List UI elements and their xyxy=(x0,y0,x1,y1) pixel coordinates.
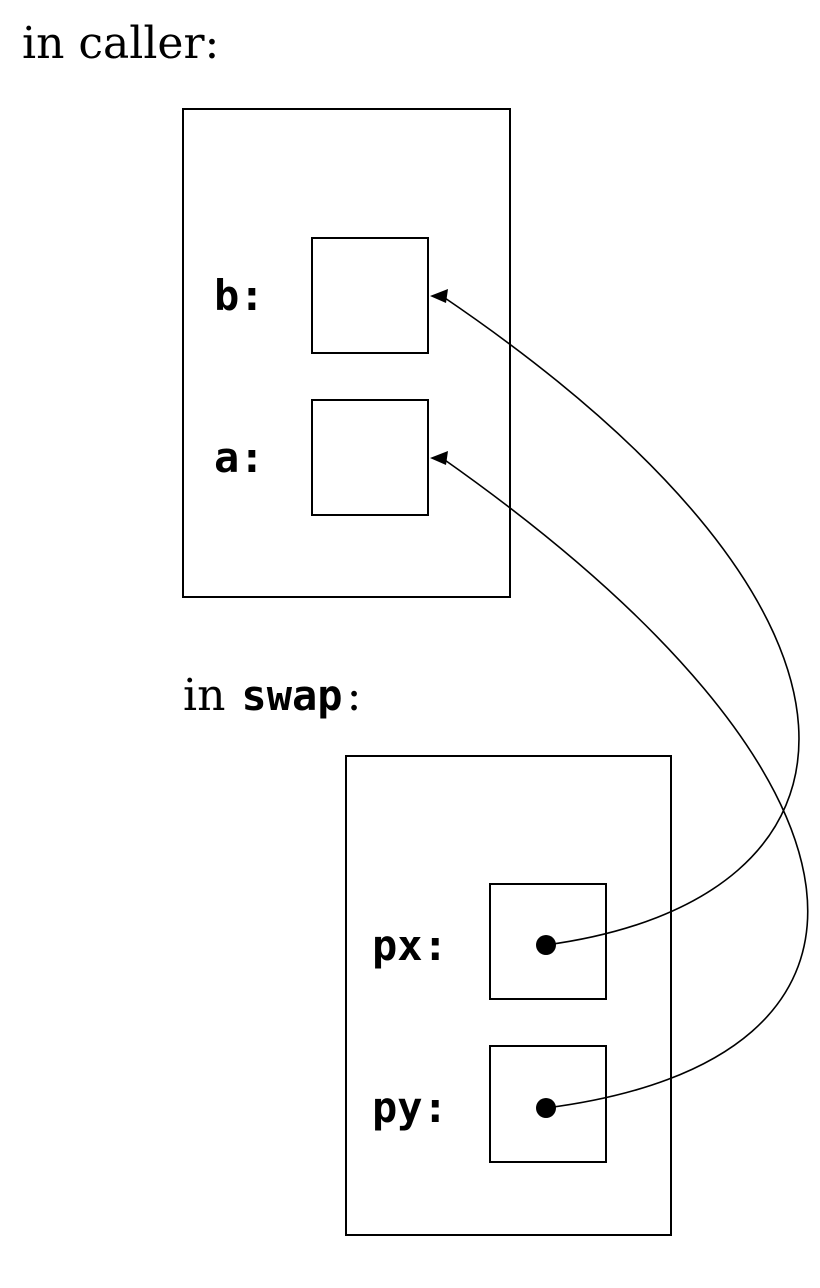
pointer-arrow-py-to-a xyxy=(441,457,809,1109)
variable-label-px: px: xyxy=(372,921,448,970)
variable-cell-b xyxy=(311,237,429,354)
variable-label-py: py: xyxy=(372,1083,448,1132)
variable-label-a: a: xyxy=(214,433,265,482)
variable-label-b: b: xyxy=(214,271,265,320)
caller-heading: in caller: xyxy=(22,18,219,69)
variable-cell-a xyxy=(311,399,429,516)
variable-cell-px xyxy=(489,883,607,1000)
pointer-arrow-px-to-b xyxy=(441,295,800,946)
variable-cell-py xyxy=(489,1045,607,1163)
swap-heading-suffix: : xyxy=(347,670,362,721)
pointer-origin-dot-px xyxy=(536,935,556,955)
swap-heading-name: swap xyxy=(241,671,342,720)
swap-frame xyxy=(345,755,672,1236)
arrowhead-icon-b xyxy=(430,289,448,303)
pointer-origin-dot-py xyxy=(536,1098,556,1118)
arrowhead-icon-a xyxy=(430,451,448,465)
caller-frame xyxy=(182,108,511,598)
swap-heading-prefix: in xyxy=(183,670,225,721)
swap-heading: in swap : xyxy=(183,670,361,721)
